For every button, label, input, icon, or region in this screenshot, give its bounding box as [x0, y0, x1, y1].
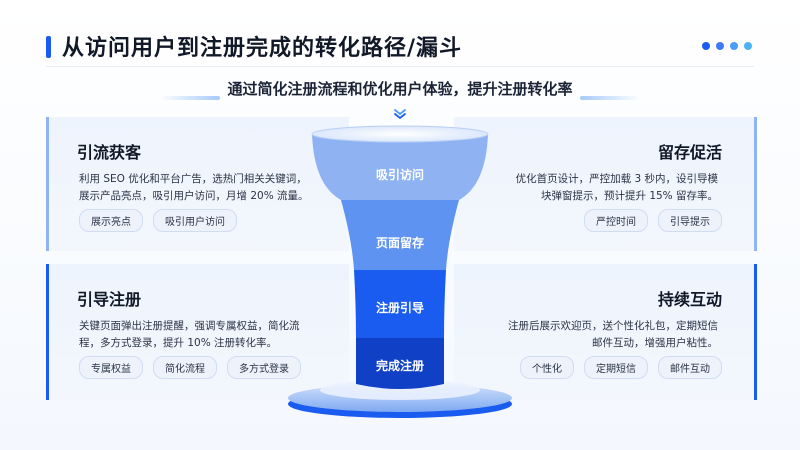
- funnel-stage-2: [341, 200, 459, 270]
- card-registration-guide: 引导注册 关键页面弹出注册提醒，强调专属权益，简化流程，多方式登录，提升 10%…: [46, 264, 349, 400]
- funnel-label-complete: 完成注册: [375, 359, 424, 373]
- tag: 展示亮点: [79, 209, 143, 232]
- funnel-stage-4: [356, 338, 444, 389]
- card-traffic-acquisition: 引流获客 利用 SEO 优化和平台广告，选热门相关关键词，展示产品亮点，吸引用户…: [46, 117, 349, 251]
- card-engagement: 持续互动 注册后展示欢迎页，送个性化礼包，定期短信邮件互动，增强用户粘性。 个性…: [454, 264, 757, 400]
- chevron-down-icon: [394, 109, 406, 120]
- tag: 引导提示: [658, 209, 722, 232]
- funnel-label-guide: 注册引导: [375, 301, 424, 315]
- card-tags: 严控时间 引导提示: [584, 209, 722, 232]
- subtitle-line-right: [580, 96, 640, 100]
- card-title: 引流获客: [77, 143, 142, 162]
- tag: 多方式登录: [227, 356, 301, 379]
- header-divider: [46, 66, 754, 67]
- tag: 个性化: [520, 356, 574, 379]
- tag: 邮件互动: [658, 356, 722, 379]
- funnel-label-retention: 页面留存: [375, 236, 424, 250]
- funnel-label-visit: 吸引访问: [375, 168, 424, 182]
- card-description: 优化首页设计，严控加载 3 秒内，设引导模块弹窗提示，预计提升 15% 留存率。: [515, 173, 718, 202]
- card-tags: 专属权益 简化流程 多方式登录: [79, 356, 301, 379]
- subtitle: 通过简化注册流程和优化用户体验，提升注册转化率: [227, 80, 573, 98]
- card-tags: 展示亮点 吸引用户访问: [79, 209, 237, 232]
- subtitle-line-left: [160, 96, 220, 100]
- dot-1: [702, 42, 710, 50]
- tag: 吸引用户访问: [153, 209, 237, 232]
- card-description: 关键页面弹出注册提醒，强调专属权益，简化流程，多方式登录，提升 10% 注册转化…: [79, 320, 300, 349]
- card-title: 引导注册: [77, 290, 142, 309]
- funnel-stage-3: [354, 270, 446, 338]
- dot-4: [744, 42, 752, 50]
- funnel-base-inner: [320, 380, 480, 400]
- card-title: 留存促活: [657, 143, 722, 162]
- tag: 严控时间: [584, 209, 648, 232]
- card-retention: 留存促活 优化首页设计，严控加载 3 秒内，设引导模块弹窗提示，预计提升 15%…: [454, 117, 757, 251]
- funnel-top-rim: [311, 125, 489, 143]
- dot-2: [716, 42, 724, 50]
- tag: 定期短信: [584, 356, 648, 379]
- funnel-stage-1: [312, 134, 488, 200]
- tag: 专属权益: [79, 356, 143, 379]
- decorative-dots: [702, 42, 752, 50]
- tag: 简化流程: [153, 356, 217, 379]
- card-tags: 个性化 定期短信 邮件互动: [520, 356, 722, 379]
- card-description: 利用 SEO 优化和平台广告，选热门相关关键词，展示产品亮点，吸引用户访问，月增…: [79, 173, 309, 202]
- title-accent-bar: [46, 36, 51, 58]
- dot-3: [730, 42, 738, 50]
- card-title: 持续互动: [657, 290, 722, 309]
- card-description: 注册后展示欢迎页，送个性化礼包，定期短信邮件互动，增强用户粘性。: [508, 320, 718, 349]
- page-title: 从访问用户到注册完成的转化路径/漏斗: [62, 36, 463, 61]
